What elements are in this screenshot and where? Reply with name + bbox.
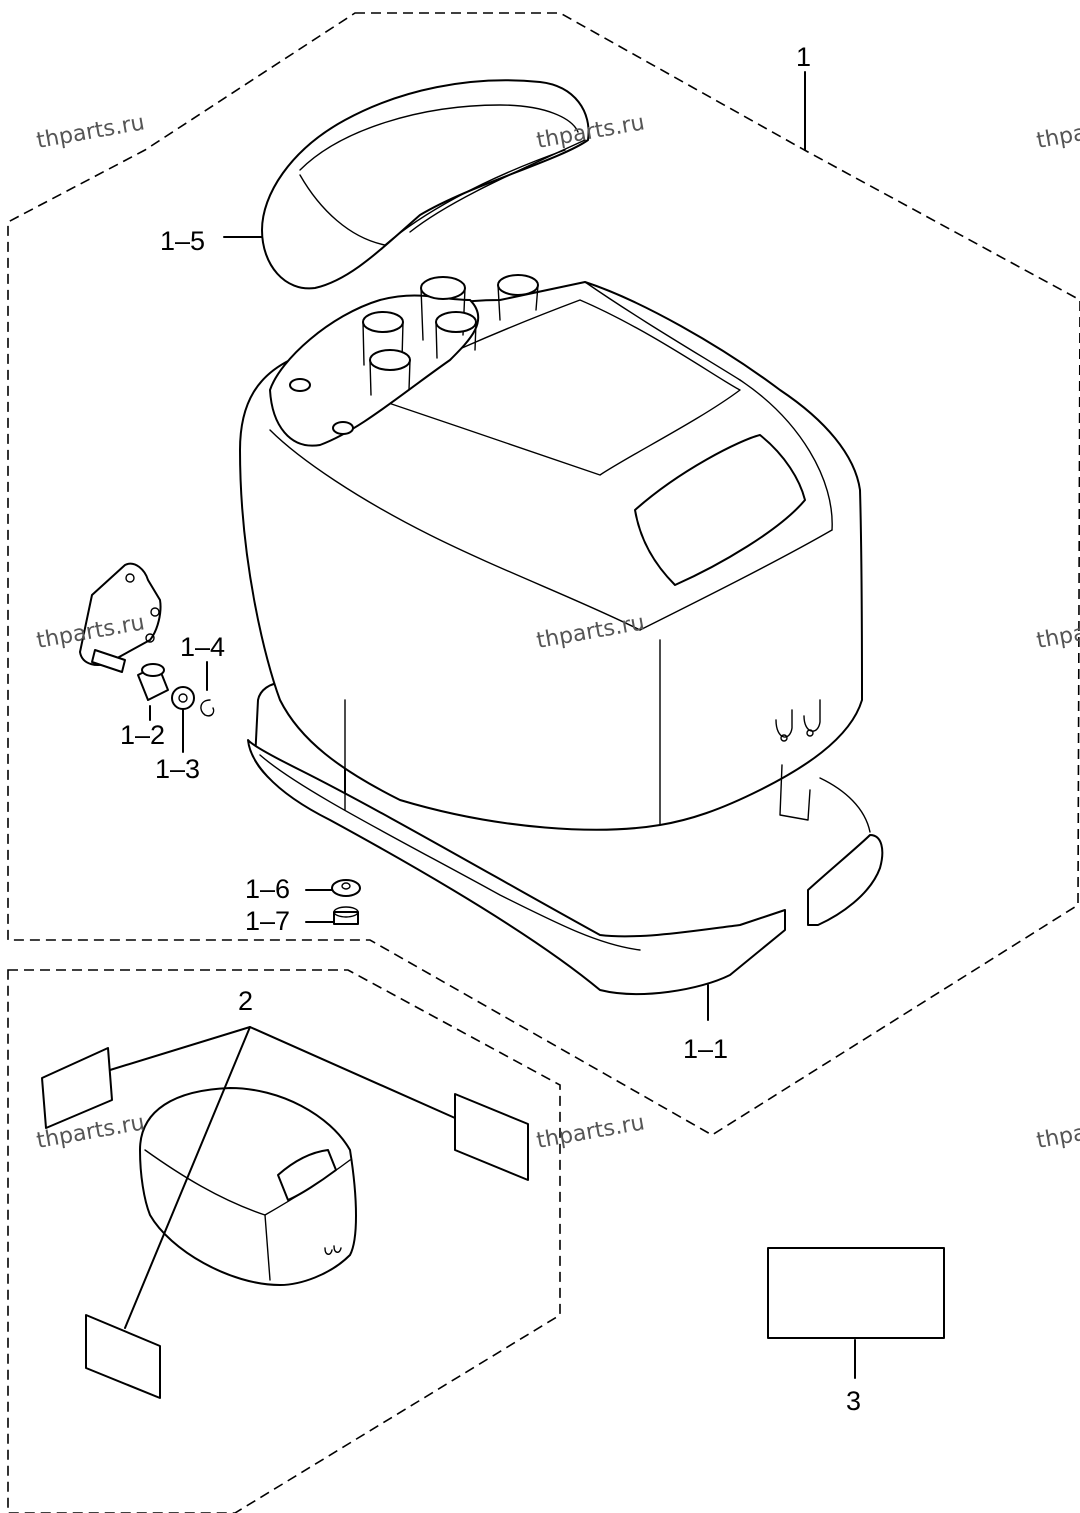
label-part [767, 1247, 945, 1339]
watermark: thparts.ru [1035, 1110, 1080, 1154]
watermark: thparts.ru [1035, 110, 1080, 154]
callout-1-6: 1–6 [245, 874, 290, 904]
callout-1-7: 1–7 [245, 906, 290, 936]
main-cover-part [239, 274, 884, 995]
fasteners [331, 879, 361, 925]
watermark: thparts.ru [1035, 610, 1080, 654]
callout-3: 3 [846, 1386, 861, 1416]
emblem-set-boundary [7, 969, 561, 1513]
assembly-1-boundary [7, 12, 1080, 1136]
callout-1-1: 1–1 [683, 1034, 728, 1064]
watermark: thparts.ru [35, 110, 147, 154]
watermark: thparts.ru [535, 1110, 647, 1154]
callout-1: 1 [796, 42, 811, 72]
callout-leaders [149, 71, 856, 1379]
bracket-hardware [79, 562, 215, 717]
callout-1-4: 1–4 [180, 632, 225, 662]
top-lid-part [261, 79, 590, 290]
callout-2: 2 [238, 986, 253, 1016]
callout-1-2: 1–2 [120, 720, 165, 750]
emblem-set-part [41, 1026, 529, 1399]
callout-1-3: 1–3 [155, 754, 200, 784]
callout-1-5: 1–5 [160, 226, 205, 256]
